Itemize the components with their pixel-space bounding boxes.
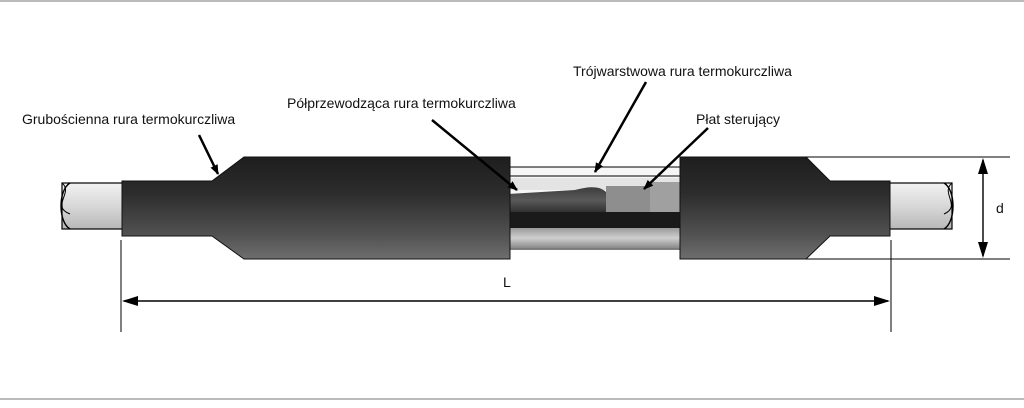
stress-control-patch-shape [606,186,650,212]
length-dimension [120,240,892,332]
left-cable [60,182,129,230]
leader-three-layer [593,81,648,173]
left-thick-wall-tube [121,156,511,260]
leader-thick-wall [197,134,220,175]
label-three-layer-tube: Trójwarstwowa rura termokurczliwa [573,63,792,79]
diameter-dimension [806,156,1010,260]
leader-semiconductive [431,119,518,191]
label-semiconductive-tube: Półprzewodząca rura termokurczliwa [287,95,516,111]
label-stress-control-patch: Płat sterujący [696,111,780,127]
label-diameter-d: d [996,200,1004,216]
label-thick-wall-tube: Grubościenna rura termokurczliwa [22,111,235,127]
leader-stress-patch [643,127,709,190]
right-thick-wall-tube [679,156,891,260]
joint-center-section [507,166,685,250]
right-cable [887,182,954,230]
label-length-L: L [503,274,511,290]
